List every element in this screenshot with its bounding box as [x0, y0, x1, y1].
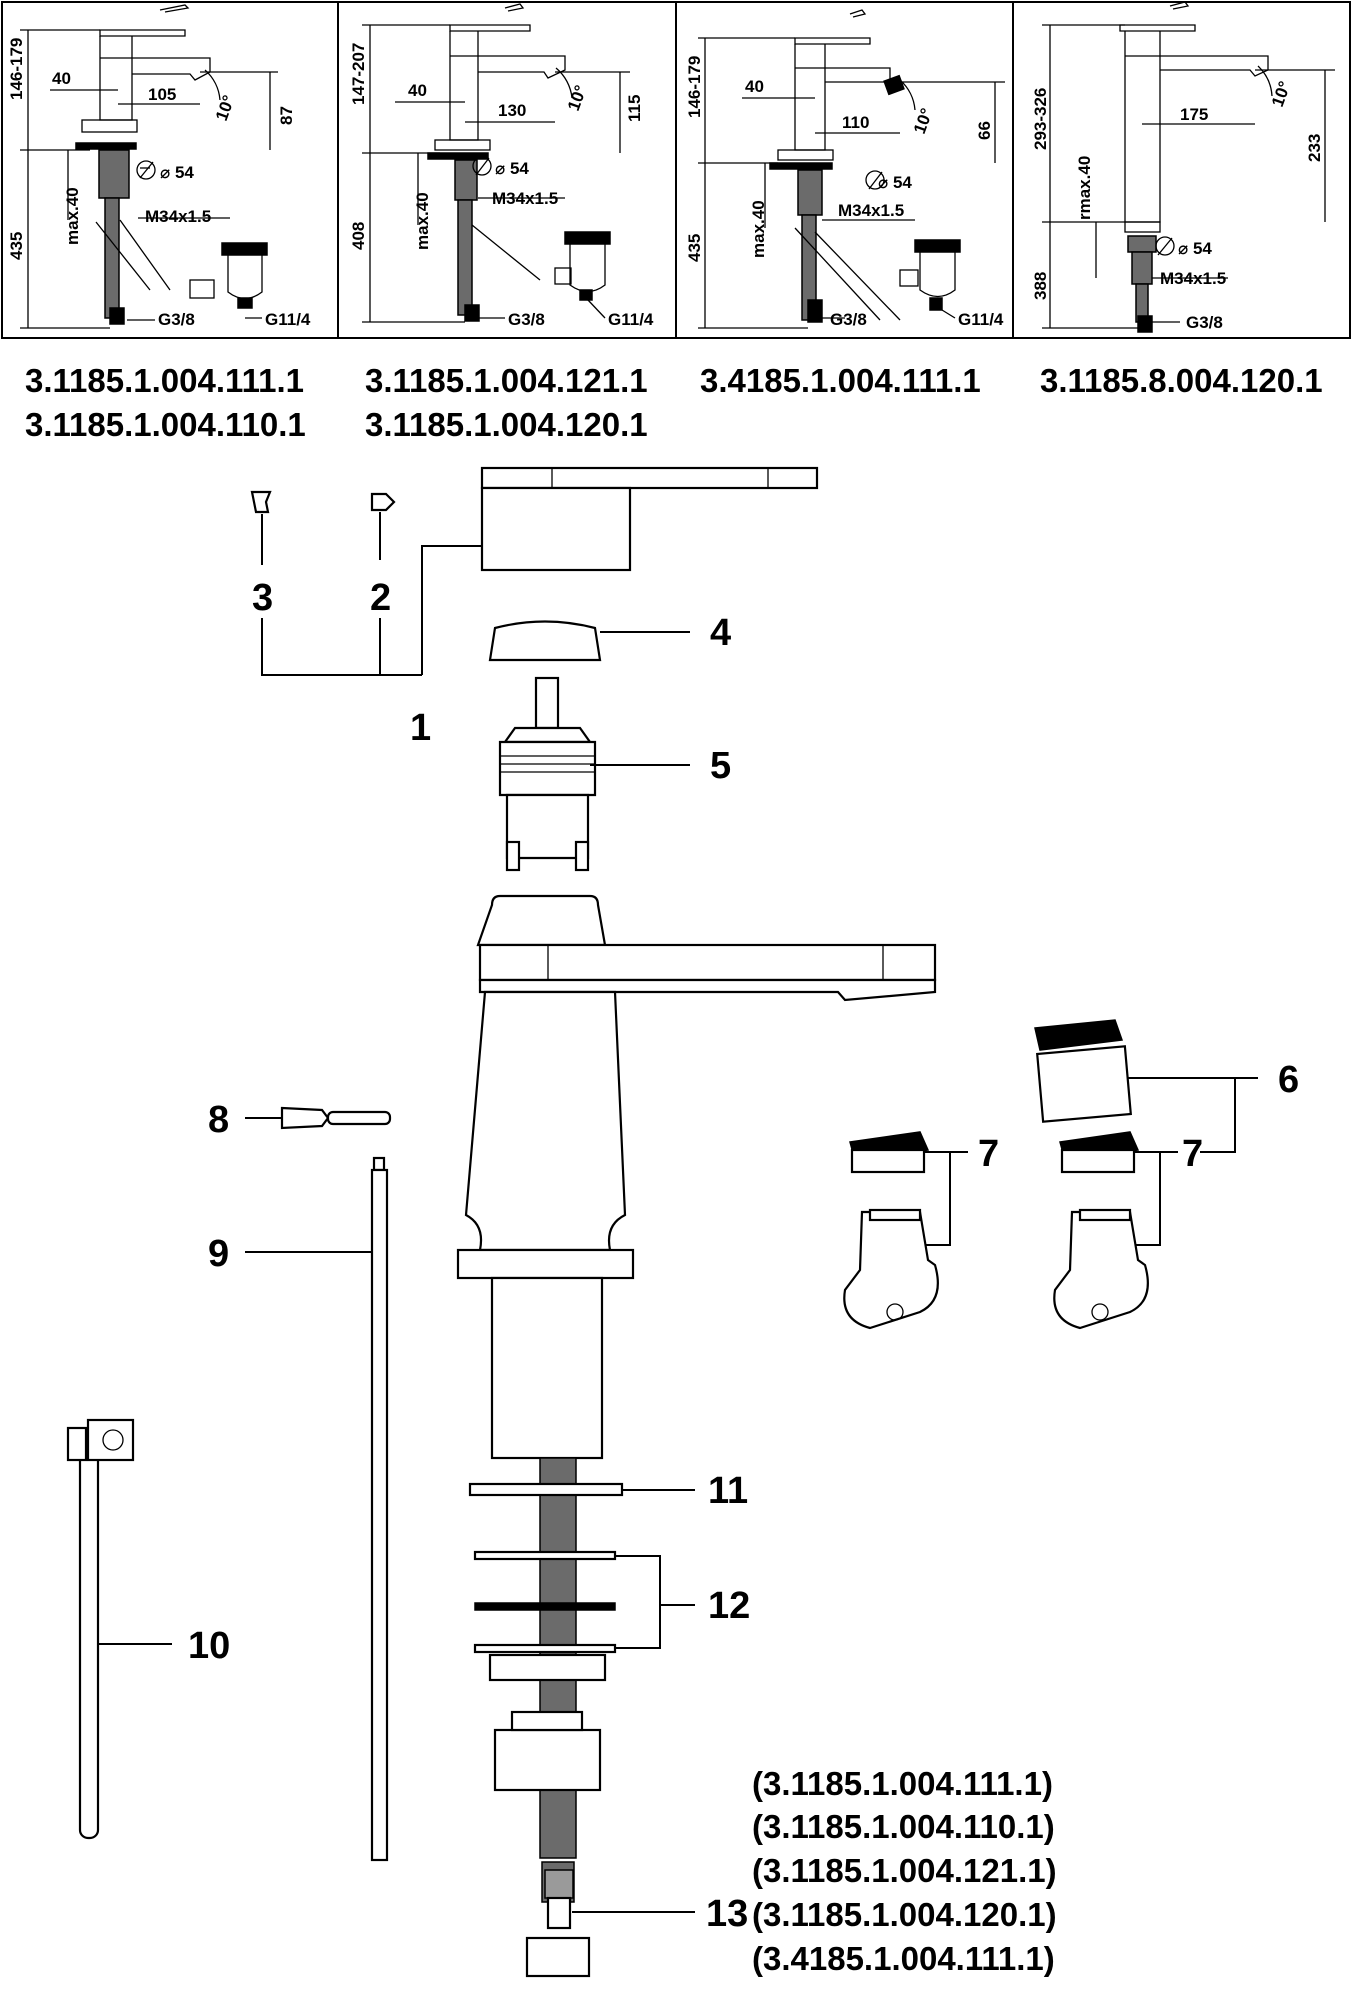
callout-13: 13: [706, 1893, 748, 1935]
variant-3-drawing: [698, 9, 1005, 329]
part-5-cartridge: [498, 676, 690, 872]
product-codes: 3.1185.1.004.111.1 3.1185.1.004.110.1 3.…: [25, 362, 1323, 443]
exploded-view: 1 2 3 4 5 6 7 7 8 9 10 11 12 13 (3.1185.…: [66, 466, 1299, 1978]
dim-diameter: ⌀ 54: [160, 163, 194, 182]
dim-waste: G11/4: [265, 310, 311, 329]
dim-spout-height: 66: [975, 121, 994, 140]
dim-max-thickness: max.40: [749, 200, 768, 258]
note-code-5: (3.4185.1.004.111.1): [752, 1940, 1055, 1977]
callout-2: 2: [370, 577, 391, 619]
callout-4: 4: [710, 612, 731, 654]
dim-diameter: ⌀ 54: [1178, 239, 1212, 258]
dim-thread: M34x1.5: [838, 201, 904, 220]
dim-diameter: ⌀ 54: [495, 159, 529, 178]
callout-11: 11: [708, 1470, 748, 1512]
callout-7-left: 7: [978, 1133, 999, 1175]
dim-reach: 110: [842, 113, 869, 132]
variant-2-drawing: [362, 3, 630, 323]
note-code-4: (3.1185.1.004.120.1): [752, 1896, 1057, 1933]
dim-thread: M34x1.5: [145, 207, 211, 226]
variant-3-code-1: 3.4185.1.004.111.1: [700, 362, 981, 399]
part-12-fixing-set: [473, 1550, 695, 1792]
dim-height-range: 147-207: [349, 43, 368, 105]
callout-3: 3: [252, 577, 273, 619]
dim-diameter: ⌀ 54: [878, 173, 912, 192]
variant-2-code-1: 3.1185.1.004.121.1: [365, 362, 648, 399]
part-10-linkage: [66, 1418, 172, 1840]
dim-spout-height: 87: [277, 106, 296, 125]
dim-angle: 10°: [910, 106, 937, 137]
callout-1: 1: [410, 707, 431, 749]
dim-connection: G3/8: [508, 310, 545, 329]
dim-thread: M34x1.5: [1160, 269, 1226, 288]
dim-waste: G11/4: [608, 310, 654, 329]
dim-reach: 130: [498, 101, 526, 120]
dim-reach: 105: [148, 85, 176, 104]
dim-angle: 10°: [1268, 79, 1295, 110]
dim-connection: G3/8: [158, 310, 195, 329]
variant-2-code-2: 3.1185.1.004.120.1: [365, 406, 648, 443]
callout-10: 10: [188, 1625, 230, 1667]
dim-spout-height: 115: [625, 95, 644, 122]
variant-2-dimensions: 147-207 40 130 10° 115 ⌀ 54 M34x1.5 max.…: [349, 43, 654, 329]
dim-thread: M34x1.5: [492, 189, 558, 208]
dim-height-range: 293-326: [1031, 88, 1050, 150]
dim-height-range: 146-179: [7, 38, 26, 100]
part-3-screw: [250, 490, 272, 565]
part-9-rod: [245, 1156, 389, 1862]
dim-hose-length: 388: [1031, 272, 1050, 300]
part-1-lever-handle: [421, 466, 819, 675]
dim-reach: 175: [1180, 105, 1208, 124]
note-code-1: (3.1185.1.004.111.1): [752, 1765, 1053, 1802]
callout-5: 5: [710, 745, 731, 787]
variant-1-code-1: 3.1185.1.004.111.1: [25, 362, 304, 399]
variant-1-dimensions: 146-179 40 105 10° 87 ⌀ 54 M34x1.5 max.4…: [7, 38, 311, 329]
note-code-2: (3.1185.1.004.110.1): [752, 1808, 1055, 1845]
note-code-3: (3.1185.1.004.121.1): [752, 1852, 1057, 1889]
dim-connection: G3/8: [1186, 313, 1223, 332]
part-7-angle-valve-right: [1053, 1131, 1178, 1330]
part-13-connector: [525, 1869, 695, 1978]
dim-offset: 40: [408, 81, 427, 100]
dim-height-range: 146-179: [685, 56, 704, 118]
dim-hose-length: 408: [349, 222, 368, 250]
variant-4-code-1: 3.1185.8.004.120.1: [1040, 362, 1323, 399]
callout-8: 8: [208, 1099, 229, 1141]
callout-6: 6: [1278, 1059, 1299, 1101]
dim-max-thickness: max.40: [413, 192, 432, 250]
dim-max-thickness: rmax.40: [1075, 156, 1094, 220]
part-7-angle-valve-left: [843, 1131, 968, 1330]
variant-1-drawing: [20, 4, 278, 329]
dim-offset: 40: [52, 69, 71, 88]
callout-12: 12: [708, 1585, 750, 1627]
dim-offset: 40: [745, 77, 764, 96]
variant-1-code-2: 3.1185.1.004.110.1: [25, 406, 306, 443]
dim-connection: G3/8: [830, 310, 867, 329]
dim-angle: 10°: [212, 93, 239, 124]
part-2-screw: [370, 492, 396, 560]
faucet-body: [456, 894, 937, 1460]
part-11-washer: [468, 1482, 695, 1497]
part-13-notes: (3.1185.1.004.111.1) (3.1185.1.004.110.1…: [752, 1765, 1057, 1977]
dim-max-thickness: max.40: [63, 187, 82, 245]
part-4-cover-cap: [488, 620, 690, 662]
dim-waste: G11/4: [958, 310, 1004, 329]
callout-9: 9: [208, 1233, 229, 1275]
dim-hose-length: 435: [685, 234, 704, 262]
part-8-knob: [245, 1106, 392, 1130]
variant-3-dimensions: 146-179 40 110 10° 66 ⌀ 54 M34x1.5 max.4…: [685, 56, 1004, 329]
variant-4-drawing: [1042, 1, 1335, 333]
dim-angle: 10°: [564, 83, 591, 114]
callout-7-right: 7: [1182, 1133, 1203, 1175]
callout-labels: 1 2 3 4 5 6 7 7 8 9 10 11 12 13: [188, 577, 1299, 1935]
dim-hose-length: 435: [7, 232, 26, 260]
variant-4-dimensions: 293-326 175 10° 233 ⌀ 54 M34x1.5 rmax.40…: [1031, 79, 1324, 332]
dim-spout-height: 233: [1305, 134, 1324, 162]
part-6-aerator: [1034, 1019, 1258, 1153]
dimension-panel: 146-179 40 105 10° 87 ⌀ 54 M34x1.5 max.4…: [1, 1, 1351, 339]
